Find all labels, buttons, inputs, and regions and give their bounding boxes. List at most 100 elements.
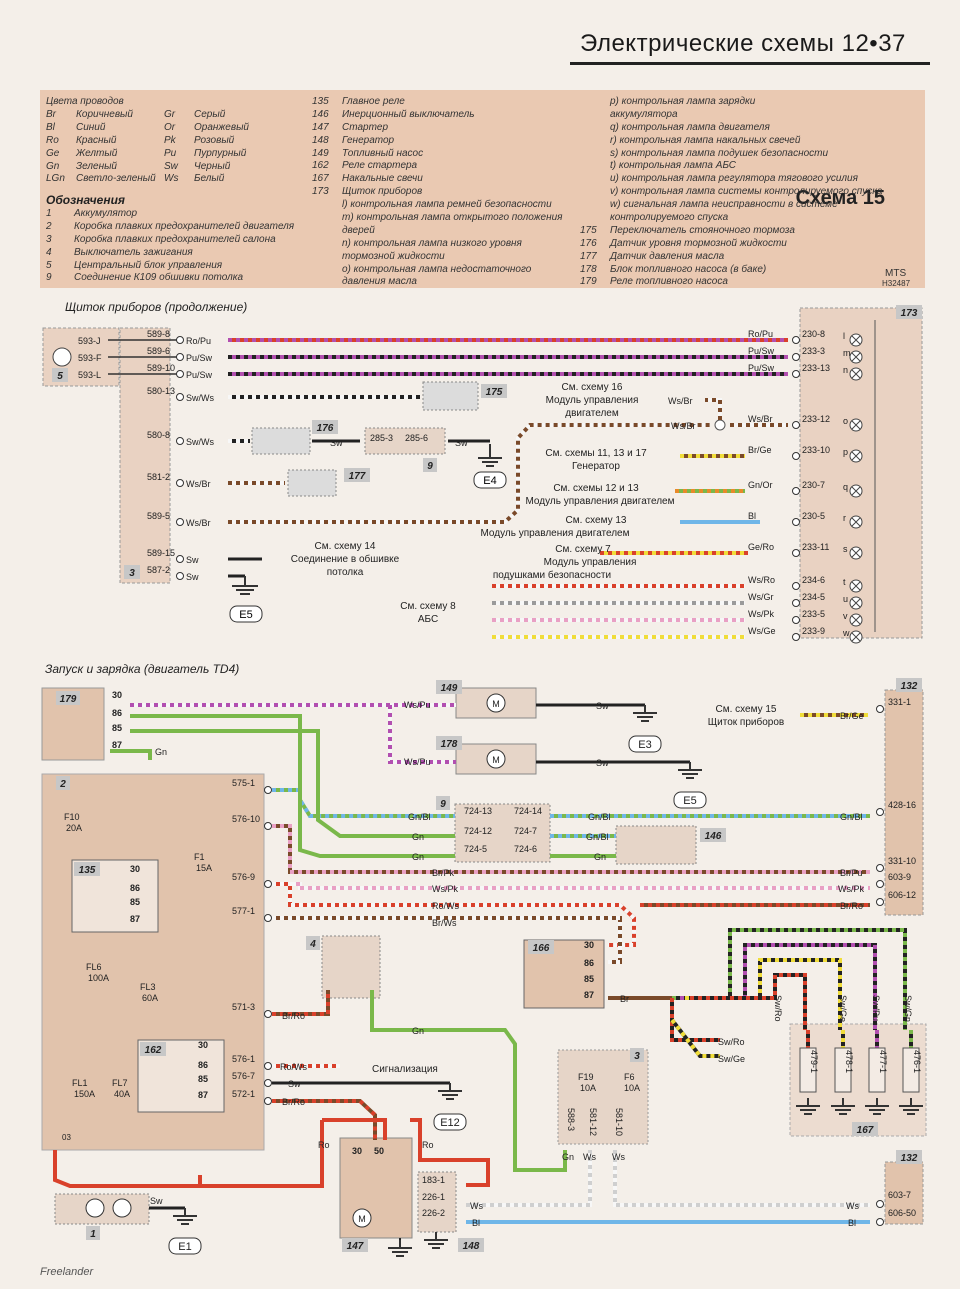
legend-name: l) контрольная лампа ремней безопасности — [342, 199, 552, 211]
legend-name: Стартер — [342, 121, 389, 133]
ground-icon — [633, 705, 657, 722]
pin-label: 724-6 — [514, 844, 537, 854]
wire-label: Gn — [155, 747, 167, 757]
wire-gn-ign — [370, 990, 567, 1172]
relay-pin: 87 — [112, 740, 122, 750]
legend-code: 148 — [312, 134, 329, 146]
wire-label: Sw — [288, 1079, 301, 1089]
legend-name: q) контрольная лампа двигателя — [610, 121, 770, 133]
starter-terminal: 50 — [374, 1146, 384, 1156]
legend-name: w) сигнальная лампа неисправности в сист… — [610, 199, 838, 211]
pin-label: 285-3 — [370, 433, 393, 443]
pin-label: 233-10 — [802, 445, 830, 455]
relay-pin: 30 — [130, 864, 140, 874]
lamp-cross — [851, 548, 861, 558]
component-tag-label: 147 — [347, 1241, 364, 1252]
wire-label: Ge/Ro — [748, 542, 774, 552]
wire-br-pk-stripe — [272, 824, 870, 874]
component-tag-label: 146 — [705, 831, 722, 842]
wire-ws-pu-178 — [388, 705, 456, 764]
terminal — [792, 616, 800, 624]
wire-gn-85 — [130, 729, 455, 838]
fuse-id: FL7 — [112, 1078, 128, 1088]
wire-label: Sw/Ro — [718, 1037, 745, 1047]
component-tag — [312, 420, 338, 434]
legend-code: Pk — [164, 134, 176, 146]
page-header: Электрические схемы 12•37 — [0, 0, 960, 70]
footer-label: Freelander — [40, 1266, 94, 1278]
component-tag — [306, 936, 320, 950]
terminal — [792, 370, 800, 378]
wire-label: Gn/Bl — [840, 812, 863, 822]
wire-label: Ws/Ge — [748, 626, 776, 636]
legend-row: p) контрольная лампа зарядки — [580, 96, 882, 109]
relay-pin: 87 — [198, 1090, 208, 1100]
legend-name: r) контрольная лампа накальных свечей — [610, 134, 801, 146]
terminal — [876, 1218, 884, 1226]
wire-br-pk — [272, 824, 870, 874]
legend-name: Коробка плавких предохранителей салона — [74, 233, 276, 245]
wire-label: Ws/Br — [186, 518, 211, 528]
cross-reference-note: подушками безопасности — [493, 569, 611, 581]
component-tag — [896, 305, 922, 319]
starter-terminal: 30 — [352, 1146, 362, 1156]
wire-label: Sw — [455, 438, 468, 448]
legend-code: Br — [46, 109, 56, 120]
legend-code: Pu — [164, 147, 177, 159]
wire-sw-ge-stripe — [685, 958, 842, 1030]
legend-name: Желтый — [76, 147, 118, 159]
terminal — [176, 518, 184, 526]
terminal — [792, 452, 800, 460]
legend-code: Ro — [46, 134, 59, 146]
motor-letter: M — [492, 755, 500, 765]
motor-icon — [486, 693, 506, 713]
ground-tag-label: E3 — [638, 739, 651, 751]
lamp-cross — [851, 451, 861, 461]
legend-name: t) контрольная лампа АБС — [610, 160, 736, 172]
legend-code: 175 — [580, 224, 597, 236]
generator-148 — [417, 1171, 457, 1233]
pin-label: 571-3 — [232, 1002, 255, 1012]
relay-pin: 87 — [130, 914, 140, 924]
legend-row: n) контрольная лампа низкого уровня — [312, 238, 562, 251]
terminal — [176, 336, 184, 344]
legend-code: 178 — [580, 263, 597, 275]
wire-label: Ws — [846, 1201, 859, 1211]
terminal — [176, 370, 184, 378]
legend-code: Ws — [164, 173, 179, 185]
cross-reference-note: Щиток приборов — [708, 716, 784, 728]
component-tag-label: 4 — [309, 939, 316, 950]
pin-label: 724-13 — [464, 806, 492, 816]
legend-name: Аккумулятор — [74, 208, 138, 219]
wire-label: Ro/Ws — [432, 901, 460, 911]
legend-name: тормозной жидкости — [342, 250, 445, 262]
wire-label: Ro — [422, 1140, 434, 1150]
legend-name: n) контрольная лампа низкого уровня — [342, 237, 522, 249]
component-tag — [423, 458, 437, 472]
ground-icon — [831, 1098, 855, 1115]
wire-label: Sw/Pu — [871, 995, 881, 1021]
legend-name: Оранжевый — [194, 121, 249, 133]
cross-reference-note: Модуль управления — [546, 395, 639, 406]
lamp-cross — [851, 486, 861, 496]
wire-label: Gn/Bl — [586, 832, 609, 842]
battery-minus-icon — [112, 1198, 132, 1218]
terminal — [792, 421, 800, 429]
legend-name: контролируемого спуска — [610, 212, 729, 224]
wire-label: Br — [620, 994, 629, 1004]
pin-label: 587-2 — [147, 565, 170, 575]
wire-sw-ge-b-stripe — [670, 1018, 720, 1058]
sensor-176 — [251, 427, 311, 455]
lamp-cross — [851, 615, 861, 625]
terminal — [876, 898, 884, 906]
